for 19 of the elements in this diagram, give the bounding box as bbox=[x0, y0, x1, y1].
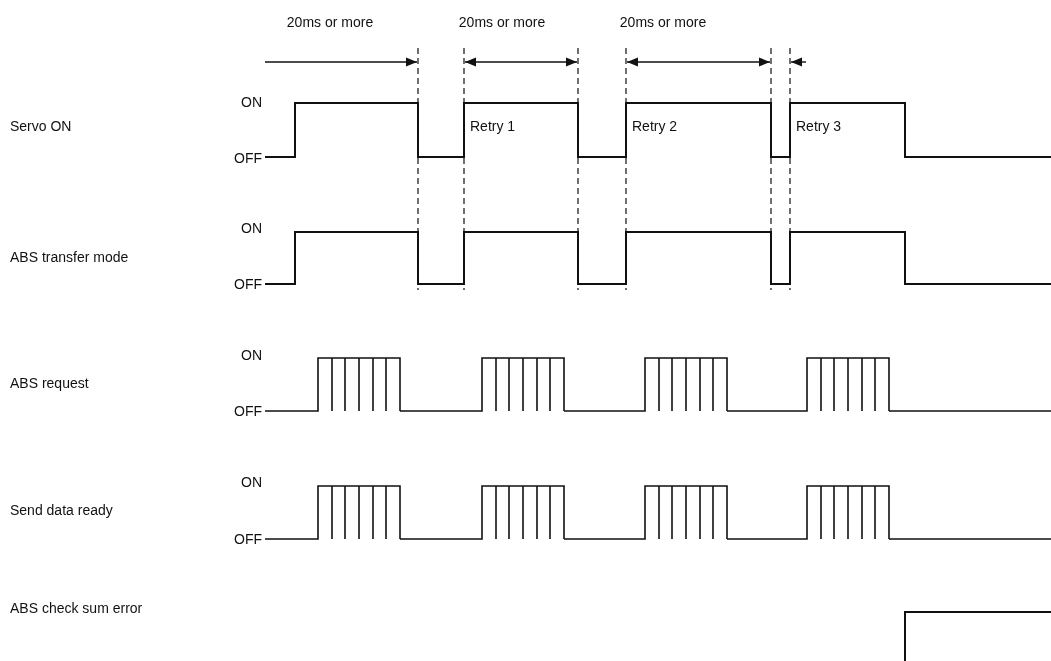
signal-name: Send data ready bbox=[10, 502, 113, 519]
level-label: ON bbox=[240, 220, 262, 237]
level-label: OFF bbox=[233, 403, 262, 420]
level-label: ON bbox=[240, 347, 262, 364]
retry-label: Retry 2 bbox=[632, 118, 678, 135]
dimension-label: 20ms or more bbox=[457, 14, 547, 31]
dimension-label: 20ms or more bbox=[618, 14, 708, 31]
retry-label: Retry 1 bbox=[470, 118, 516, 135]
level-label: ON bbox=[240, 474, 262, 491]
signal-name: ABS transfer mode bbox=[10, 249, 129, 266]
dimension-label: 20ms or more bbox=[285, 14, 375, 31]
level-label: ON bbox=[240, 94, 262, 111]
retry-label: Retry 3 bbox=[796, 118, 842, 135]
signal-name: ABS request bbox=[10, 375, 89, 392]
level-label: OFF bbox=[233, 150, 262, 167]
signal-name: ABS check sum error bbox=[10, 600, 143, 617]
signal-name: Servo ON bbox=[10, 118, 72, 135]
level-label: OFF bbox=[233, 531, 262, 548]
level-label: OFF bbox=[233, 276, 262, 293]
